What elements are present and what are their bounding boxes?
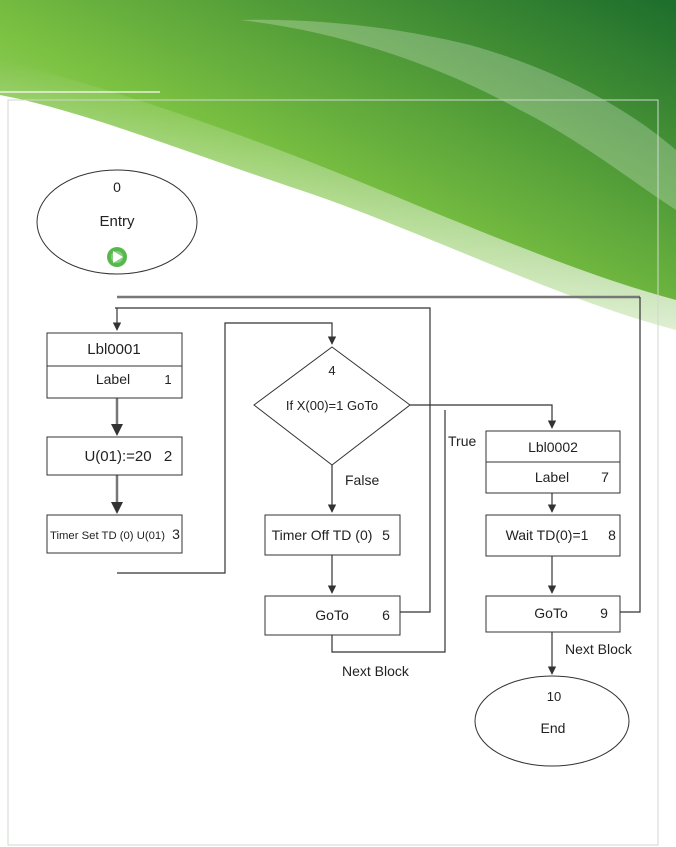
node-5-box (264, 514, 401, 556)
node-goto-9[interactable]: GoTo 9 (485, 595, 621, 633)
node-2-number: 2 (164, 448, 172, 465)
node-8-box (485, 514, 621, 557)
end-node[interactable]: 10 End (474, 675, 630, 767)
node-1-label: Label (96, 371, 130, 387)
node-3-label: Timer Set TD (0) U(01) (50, 530, 165, 542)
entry-label: Entry (99, 213, 135, 230)
node-decision[interactable]: 4 If X(00)=1 GoTo (253, 346, 411, 466)
node-6-box (264, 595, 401, 636)
node-lbl0002[interactable]: Lbl0002 Label 7 (485, 430, 621, 494)
connectors (111, 295, 641, 675)
arrowhead-1-to-2 (111, 424, 123, 436)
node-2-box (46, 436, 183, 476)
end-label: End (541, 720, 566, 736)
node-5-label: Timer Off TD (0) (272, 527, 373, 543)
entry-ellipse (36, 169, 198, 275)
edge-label-next-block-1: Next Block (342, 663, 410, 679)
node-4-number: 4 (328, 363, 335, 378)
node-2-label: U(01):=20 (84, 448, 151, 465)
node-7-number: 7 (601, 469, 609, 485)
node-5-number: 5 (382, 527, 390, 543)
node-3-number: 3 (172, 526, 180, 542)
arrowhead-2-to-3 (111, 502, 123, 514)
end-ellipse (474, 675, 630, 767)
node-wait[interactable]: Wait TD(0)=1 8 (485, 514, 621, 557)
node-timer-off[interactable]: Timer Off TD (0) 5 (264, 514, 401, 556)
node-3-box (46, 514, 183, 554)
entry-node[interactable]: 0 Entry (36, 169, 198, 275)
node-6-number: 6 (382, 607, 390, 623)
node-9-label: GoTo (534, 605, 568, 621)
node-8-label: Wait TD(0)=1 (506, 527, 589, 543)
play-icon (107, 247, 127, 267)
node-timer-set[interactable]: Timer Set TD (0) U(01) 3 (46, 514, 183, 554)
node-4-diamond (253, 346, 411, 466)
node-1-number: 1 (164, 372, 171, 387)
goto6-return-line (115, 307, 431, 613)
node-7-label: Label (535, 469, 569, 485)
node-goto-6[interactable]: GoTo 6 (264, 595, 401, 636)
edge-label-next-block-2: Next Block (565, 641, 633, 657)
end-number: 10 (547, 689, 561, 704)
node-7-title: Lbl0002 (528, 439, 578, 455)
node-4-label: If X(00)=1 GoTo (286, 398, 378, 413)
next-block-line-1 (331, 410, 446, 653)
arrow-4-true (410, 404, 557, 429)
arrow-3-to-4 (117, 322, 337, 574)
node-6-label: GoTo (315, 607, 349, 623)
entry-number: 0 (113, 179, 121, 195)
node-8-number: 8 (608, 527, 616, 543)
node-1-title: Lbl0001 (87, 341, 140, 358)
node-9-box (485, 595, 621, 633)
node-assign[interactable]: U(01):=20 2 (46, 436, 183, 476)
edge-label-true: True (448, 433, 476, 449)
edge-label-false: False (345, 472, 379, 488)
node-lbl0001[interactable]: Lbl0001 Label 1 (46, 332, 183, 399)
goto9-loop-line (620, 297, 641, 613)
node-9-number: 9 (600, 605, 608, 621)
